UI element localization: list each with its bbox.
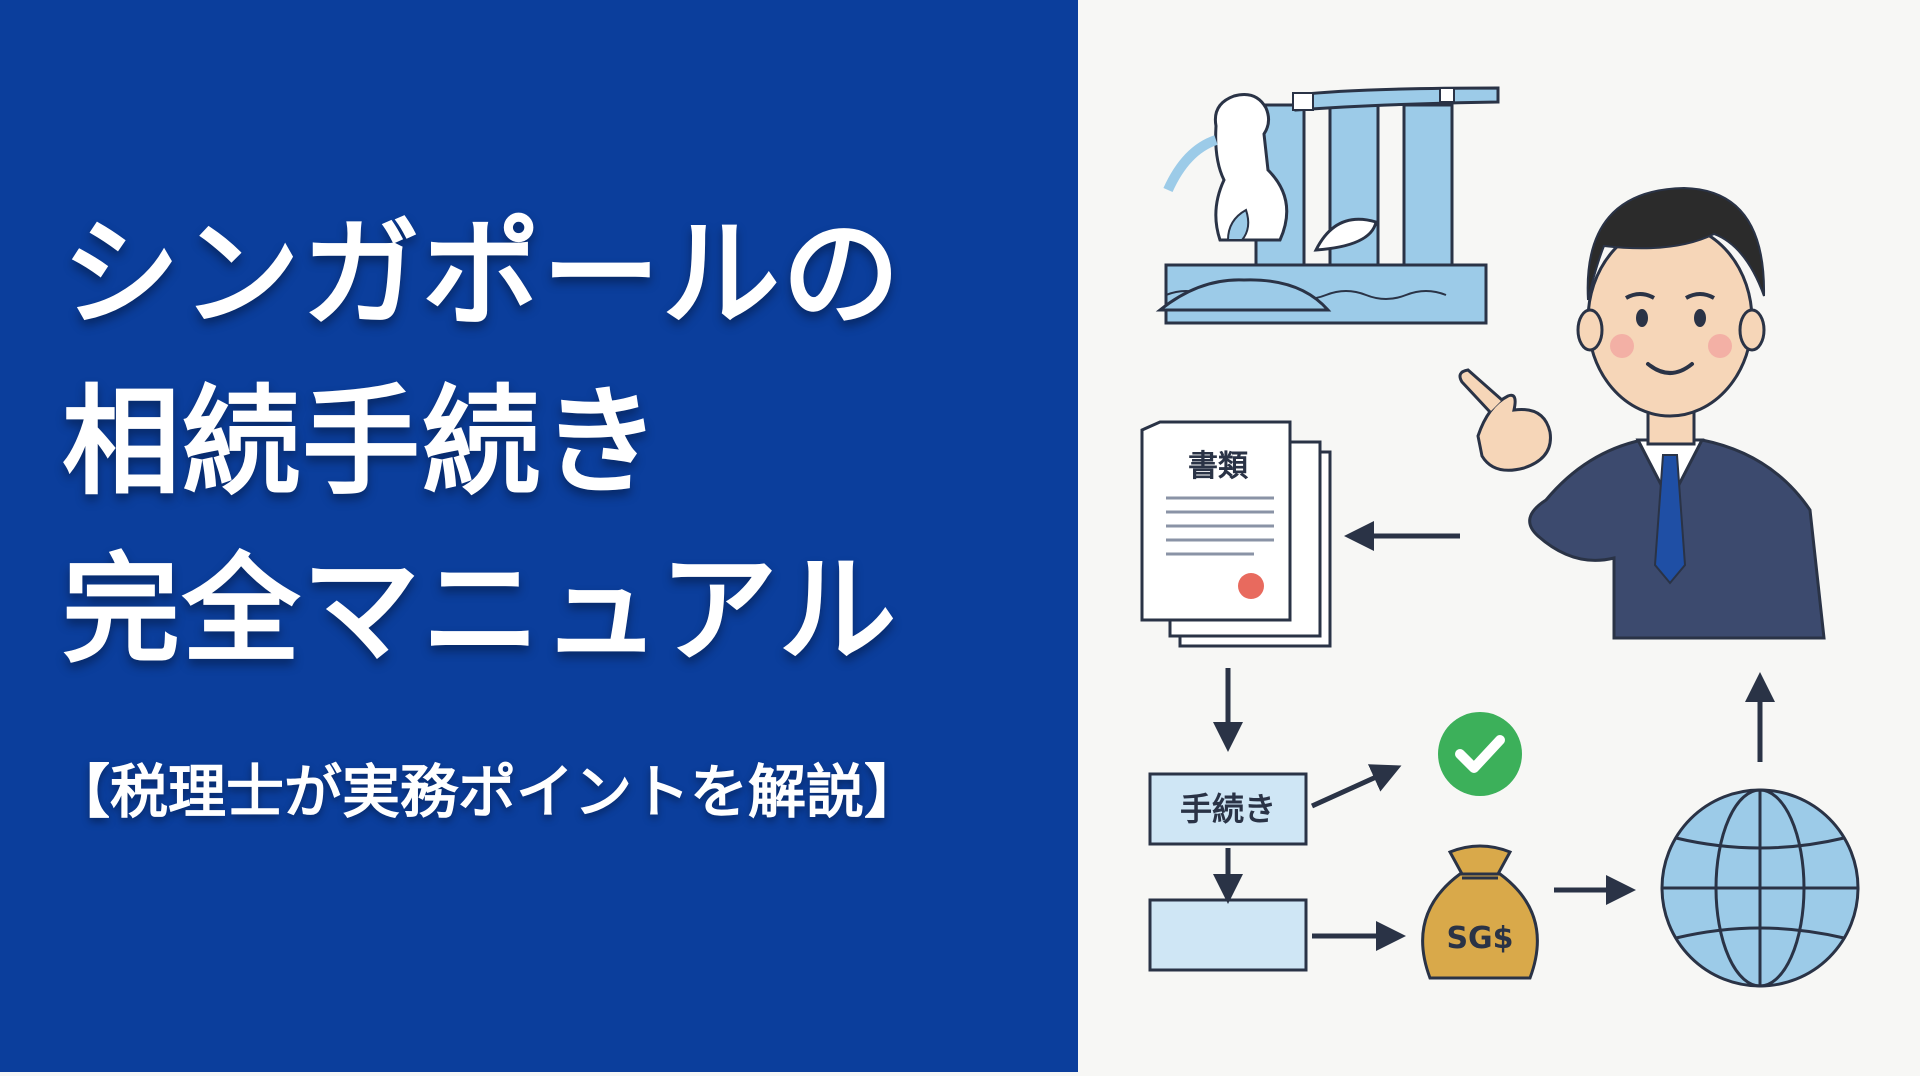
- procedure-box: 手続き: [1148, 772, 1308, 846]
- subtitle: 【税理士が実務ポイントを解説】: [52, 758, 923, 826]
- procedure-label: 手続き: [1180, 790, 1276, 828]
- illustration: 書類 手続き SG$: [1140, 86, 1860, 988]
- arrow-to-check: [1310, 764, 1402, 809]
- title-line-2: 相続手続き: [62, 373, 663, 511]
- documents-label: 書類: [1188, 449, 1249, 484]
- illustration-panel: 書類 手続き SG$: [1078, 0, 1920, 1072]
- tax-accountant-avatar: [1458, 186, 1826, 640]
- singapore-landmarks-icon: [1155, 86, 1500, 325]
- blank-step-box: [1148, 898, 1308, 972]
- seal-icon: [1238, 573, 1264, 599]
- money-bag-icon: SG$: [1421, 844, 1539, 980]
- currency-label: SG$: [1446, 921, 1513, 956]
- title-panel: シンガポールの 相続手続き 完全マニュアル 【税理士が実務ポイントを解説】: [0, 0, 1078, 1072]
- documents-icon: 書類: [1140, 420, 1332, 648]
- flow-arrows: [1213, 521, 1775, 951]
- globe-icon: [1660, 788, 1860, 988]
- title-line-3: 完全マニュアル: [62, 541, 899, 679]
- check-icon: [1438, 712, 1522, 796]
- title-line-1: シンガポールの: [62, 205, 903, 343]
- main-title: シンガポールの 相続手続き 完全マニュアル: [62, 190, 902, 694]
